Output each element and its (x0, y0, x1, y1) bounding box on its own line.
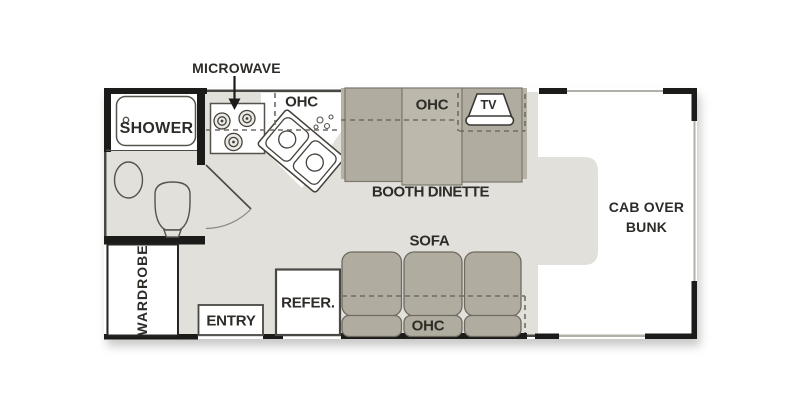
cab-over-bunk-label-line1: CAB OVER (608, 198, 685, 215)
cab-floor-extension (538, 157, 598, 265)
tv-base (465, 115, 515, 126)
wall-top-left (104, 88, 207, 94)
kitchen-ohc-label: OHC (285, 93, 318, 111)
wall-bottom-between-entry-refer (263, 334, 283, 339)
shower-label: SHOWER (119, 119, 194, 137)
microwave-arrow-head (228, 98, 241, 110)
entry-label: ENTRY (206, 312, 256, 329)
bath-sink (113, 161, 144, 199)
dinette-table (401, 87, 463, 186)
dinette-bench-left (344, 87, 403, 183)
wall-top-kitchen-window (207, 89, 341, 92)
shower-drain (122, 116, 130, 124)
sofa-ohc-label: OHC (411, 317, 445, 334)
wall-right-top (691, 88, 697, 121)
bath-door-leaf (205, 164, 252, 210)
faucet-bubbles (313, 114, 334, 130)
wall-top-mid (539, 88, 567, 94)
wall-bottom-mid (535, 333, 559, 339)
wall-right-bottom (691, 281, 697, 339)
wardrobe-label: WARDROBE (134, 244, 150, 336)
wall-top-right-corner (663, 88, 697, 94)
wall-top-cab-window (567, 90, 663, 92)
wall-bath-wardrobe-divider (104, 236, 205, 245)
sofa-label: SOFA (409, 232, 450, 250)
wall-left-bath (104, 152, 107, 236)
refrigerator-box (274, 268, 342, 337)
cab-over-bunk-label-line2: BUNK (625, 218, 668, 235)
toilet-bowl (154, 181, 191, 231)
shower-pan (115, 95, 197, 147)
stove-burners (213, 109, 256, 152)
wall-right-window (693, 121, 696, 281)
tv-label: TV (480, 97, 497, 112)
microwave-label: MICROWAVE (192, 60, 281, 76)
sofa-cushions (341, 251, 522, 338)
ohc-dashed-lines (206, 93, 526, 333)
booth-dinette-label: BOOTH DINETTE (371, 183, 490, 200)
wall-bottom-thin (527, 334, 535, 337)
bath-door-swing (205, 208, 252, 230)
wall-bottom-left (104, 334, 198, 340)
wall-shower-kitchen-divider (197, 88, 205, 165)
toilet-base (163, 229, 182, 238)
wall-bottom-right-corner (645, 333, 697, 339)
wall-left-shower (104, 88, 111, 152)
refrigerator-label: REFER. (281, 294, 335, 311)
wall-shower-bath-line (106, 149, 197, 151)
wall-bottom-cab-window (559, 334, 645, 337)
entry-box (197, 304, 264, 336)
dinette-ohc-label: OHC (415, 96, 449, 114)
wardrobe-box (106, 243, 179, 337)
